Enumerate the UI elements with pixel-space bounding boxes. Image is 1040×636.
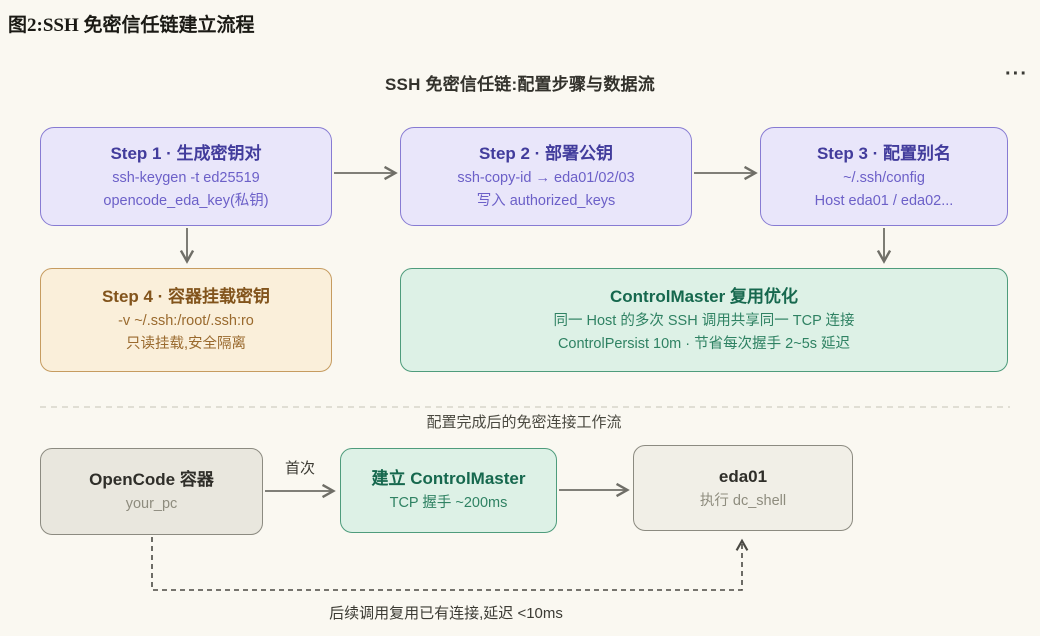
step3-line2: Host eda01 / eda02... — [814, 192, 954, 209]
step3-title: Step 3 · 配置别名 — [816, 143, 952, 163]
controlmaster-box: ControlMaster 复用优化 同一 Host 的多次 SSH 调用共享同… — [400, 268, 1008, 372]
first-time-label: 首次 — [284, 460, 315, 477]
opencode-box: OpenCode 容器 your_pc — [40, 448, 263, 535]
step2-box: Step 2 · 部署公钥 ssh-copy-id → eda01/02/03 … — [400, 127, 692, 226]
opencode-subtitle: your_pc — [125, 496, 178, 512]
divider-label: 配置完成后的免密连接工作流 — [426, 414, 622, 431]
eda01-title: eda01 — [718, 466, 768, 486]
step1-box: Step 1 · 生成密钥对 ssh-keygen -t ed25519 ope… — [40, 127, 332, 226]
master-subtitle: TCP 握手 ~200ms — [389, 495, 508, 511]
figure-title: 图2:SSH 免密信任链建立流程 — [8, 15, 255, 36]
step1-line1: ssh-keygen -t ed25519 — [112, 169, 260, 186]
diagram-title: SSH 免密信任链:配置步骤与数据流 — [385, 75, 655, 94]
eda01-box: eda01 执行 dc_shell — [633, 445, 853, 531]
more-options-icon[interactable]: ··· — [1005, 63, 1028, 85]
step3-line1: ~/.ssh/config — [843, 169, 925, 186]
step1-line2: opencode_eda_key(私钥) — [103, 192, 269, 209]
step3-box: Step 3 · 配置别名 ~/.ssh/config Host eda01 /… — [760, 127, 1008, 226]
step1-title: Step 1 · 生成密钥对 — [110, 143, 262, 163]
step2-line2: 写入 authorized_keys — [476, 192, 616, 209]
reuse-label: 后续调用复用已有连接,延迟 <10ms — [329, 605, 563, 622]
step4-line2: 只读挂载,安全隔离 — [125, 336, 247, 352]
step4-line1: -v ~/.ssh:/root/.ssh:ro — [118, 313, 254, 329]
eda01-subtitle: 执行 dc_shell — [699, 492, 787, 509]
step4-title: Step 4 · 容器挂载密钥 — [101, 287, 271, 306]
reuse-dashed-path — [151, 537, 749, 591]
controlmaster-line2: ControlPersist 10m · 节省每次握手 2~5s 延迟 — [557, 336, 851, 352]
opencode-title: OpenCode 容器 — [89, 470, 214, 489]
controlmaster-title: ControlMaster 复用优化 — [610, 287, 798, 306]
step2-line1: ssh-copy-id → eda01/02/03 — [457, 169, 635, 186]
step4-box: Step 4 · 容器挂载密钥 -v ~/.ssh:/root/.ssh:ro … — [40, 268, 332, 372]
master-box: 建立 ControlMaster TCP 握手 ~200ms — [340, 448, 557, 533]
step2-title: Step 2 · 部署公钥 — [478, 143, 614, 163]
master-title: 建立 ControlMaster — [371, 469, 526, 488]
controlmaster-line1: 同一 Host 的多次 SSH 调用共享同一 TCP 连接 — [553, 313, 855, 329]
